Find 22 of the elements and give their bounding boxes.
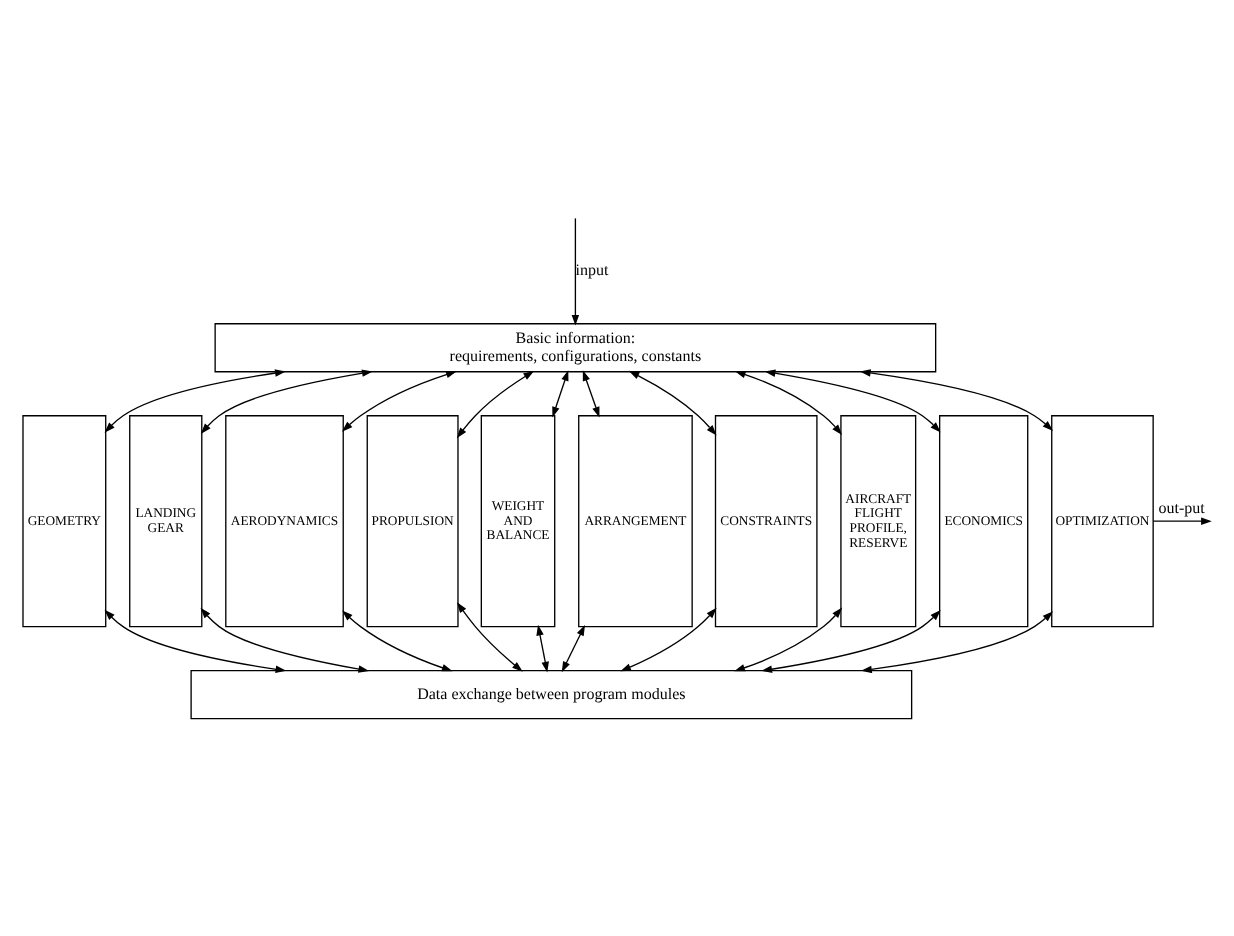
arrow [859, 369, 1054, 432]
arrow [582, 370, 600, 418]
arrow [571, 217, 580, 326]
arrow [536, 624, 549, 673]
arrow [620, 607, 717, 672]
arrow [342, 610, 453, 672]
arrow [552, 370, 569, 418]
arrow [200, 607, 370, 673]
arrow [734, 607, 843, 672]
arrow [561, 625, 585, 673]
arrow [761, 610, 941, 673]
arrow [628, 370, 717, 436]
arrow [341, 370, 457, 432]
arrow [457, 602, 523, 672]
arrow [734, 370, 843, 436]
arrow [456, 370, 535, 439]
arrow [104, 369, 286, 433]
arrow [104, 609, 287, 673]
arrow [861, 611, 1054, 674]
arrow [200, 369, 373, 434]
arrow [764, 369, 941, 433]
arrow [1152, 517, 1212, 525]
